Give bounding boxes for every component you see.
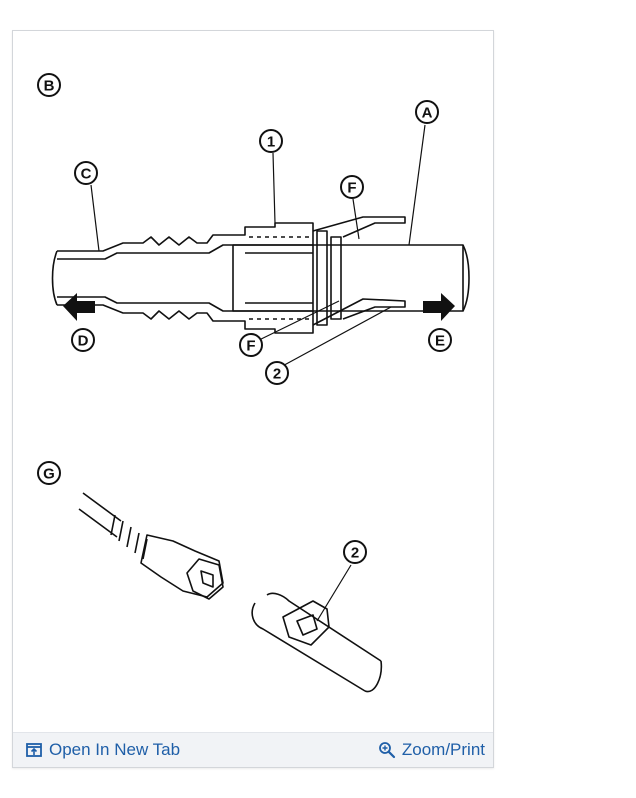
svg-text:C: C [81,166,92,183]
svg-text:2: 2 [273,366,281,383]
left-pipe-inner [57,244,313,312]
retainer-ring [330,236,342,320]
leader-lines-b [90,124,426,370]
callout-e: E [428,328,452,352]
diagram-card: B A 1 C F D E F [12,30,494,768]
zoom-icon [378,742,395,759]
zoom-print-label: Zoom/Print [401,740,485,759]
clip-bottom [312,298,406,326]
open-in-new-tab-link[interactable]: Open In New Tab [25,740,180,760]
svg-text:D: D [78,333,89,350]
callout-b: B [37,73,61,97]
callout-2-bottom: 2 [343,540,367,564]
svg-text:E: E [435,333,445,350]
callout-a: A [415,100,439,124]
open-in-new-tab-label: Open In New Tab [49,740,181,759]
svg-text:F: F [246,338,255,355]
retainer-ring-2 [316,230,328,326]
svg-text:G: G [43,466,55,483]
arrow-right-e [423,293,455,321]
left-pipe [57,222,314,334]
svg-text:F: F [347,180,356,197]
callout-d: D [71,328,95,352]
callout-c: C [74,161,98,185]
inner-tube-line [245,252,313,304]
leader-line-g [316,564,352,622]
callout-1: 1 [259,129,283,153]
housing-dashes [249,236,309,320]
zoom-print-link[interactable]: Zoom/Print [378,740,485,760]
steel-pipe [251,592,383,693]
svg-text:2: 2 [351,545,359,562]
retainer-clip [282,600,330,646]
svg-text:1: 1 [267,134,275,151]
svg-text:B: B [44,78,55,95]
open-in-new-tab-icon [26,743,42,757]
callout-g: G [37,461,61,485]
diagram-footer: Open In New Tab Zoom/Print [13,732,493,767]
callout-f-bottom: F [239,333,263,357]
hose-rings [110,514,148,560]
callout-2-top: 2 [265,361,289,385]
svg-text:A: A [422,105,433,122]
callout-f-top: F [340,175,364,199]
fuel-line-connector-diagram: B A 1 C F D E F [37,73,470,693]
clip-top [312,216,406,238]
connector-body [140,534,224,598]
arrow-left-d [63,293,95,321]
left-pipe-end [51,250,58,306]
connector-face [186,558,224,600]
inner-tube [232,244,464,312]
inner-tube-end [462,244,470,312]
